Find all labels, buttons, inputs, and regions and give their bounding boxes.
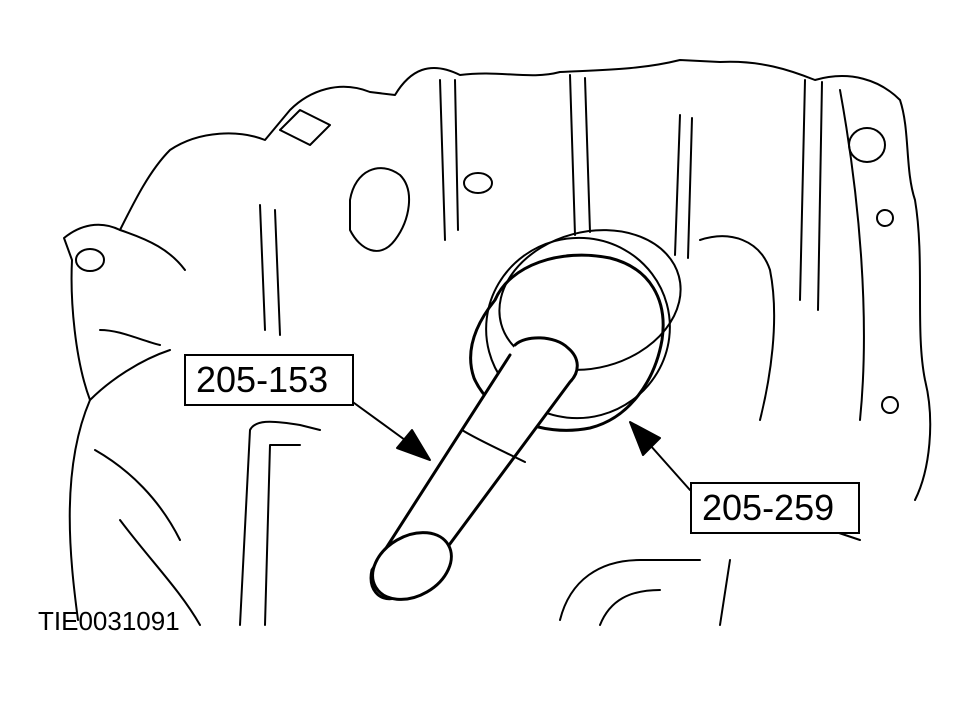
tool-205-153-band	[461, 429, 526, 463]
flange-hole-top	[463, 172, 493, 194]
housing-bottom	[239, 420, 861, 626]
housing-ribs	[259, 74, 865, 421]
housing-bosses	[279, 109, 776, 421]
tool-205-153-end	[371, 531, 453, 601]
leader-205-259	[649, 444, 691, 491]
callout-205-259-label: 205-259	[702, 487, 835, 528]
callout-205-153: 205-153	[184, 354, 354, 406]
bearing-bore-outer	[498, 229, 682, 371]
flange-hole-right-2	[876, 209, 894, 227]
flange-hole-left	[75, 248, 105, 272]
housing-outline	[63, 59, 932, 621]
flange-hole-right-1	[848, 127, 886, 163]
arrow-205-259	[629, 421, 661, 456]
bearing-race	[485, 236, 671, 420]
flange-hole-right-3	[881, 396, 899, 414]
callout-205-259: 205-259	[690, 482, 860, 534]
tool-205-259	[469, 253, 665, 432]
figure-id: TIE0031091	[38, 606, 180, 636]
housing-inner-left	[89, 229, 201, 626]
leader-205-153	[349, 399, 406, 441]
callout-205-153-label: 205-153	[196, 359, 329, 400]
arrow-205-153	[396, 429, 431, 461]
